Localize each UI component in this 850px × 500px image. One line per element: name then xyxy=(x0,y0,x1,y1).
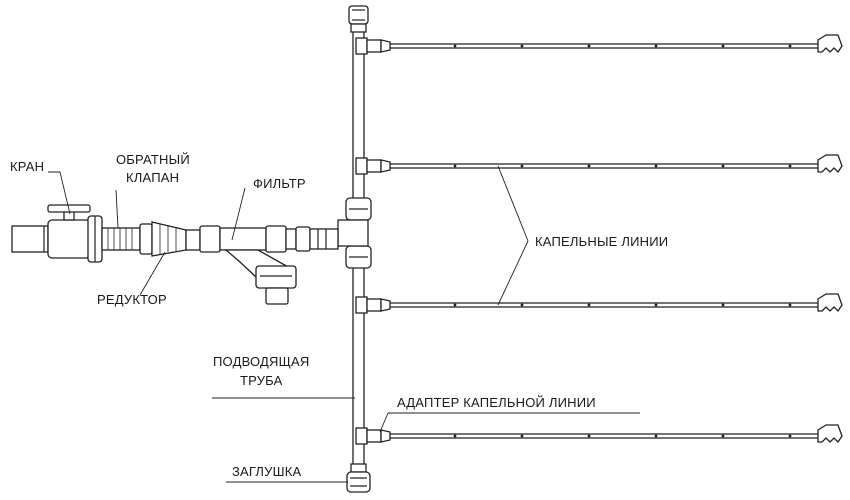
filter xyxy=(199,225,297,305)
end-plug-label: ЗАГЛУШКА xyxy=(232,464,302,479)
emitter-dot xyxy=(453,164,457,168)
filter-label: ФИЛЬТР xyxy=(253,176,306,191)
inlet-assembly xyxy=(11,204,339,305)
emitter-dot xyxy=(453,434,457,438)
supply-pipe-label-line2: ТРУБА xyxy=(240,373,283,388)
emitter-dot xyxy=(788,164,792,168)
supply-pipe-label-line1: ПОДВОДЯЩАЯ xyxy=(213,354,310,369)
drip-line-4 xyxy=(355,424,843,445)
emitter-dot xyxy=(788,303,792,307)
emitter-dot xyxy=(587,44,591,48)
check-valve-label-line2: КЛАПАН xyxy=(126,170,180,185)
drip-lines-label: КАПЕЛЬНЫЕ ЛИНИИ xyxy=(535,234,669,249)
drip-adapter-label: АДАПТЕР КАПЕЛЬНОЙ ЛИНИИ xyxy=(397,395,596,410)
emitter-dot xyxy=(654,434,658,438)
top-end-plug xyxy=(348,5,369,33)
emitter-dot xyxy=(788,434,792,438)
tee-fitting xyxy=(337,197,372,269)
leader-lines xyxy=(48,165,640,483)
emitter-dot xyxy=(520,303,524,307)
emitter-dot xyxy=(587,164,591,168)
emitter-dots xyxy=(453,44,792,438)
emitter-dot xyxy=(654,303,658,307)
reducer-label: РЕДУКТОР xyxy=(97,292,167,307)
emitter-dot xyxy=(520,164,524,168)
emitter-dot xyxy=(654,44,658,48)
emitter-dot xyxy=(520,434,524,438)
emitter-dot xyxy=(520,44,524,48)
valve xyxy=(47,204,103,263)
drip-line-3 xyxy=(355,293,843,314)
bottom-end-plug xyxy=(346,463,371,493)
emitter-dot xyxy=(453,44,457,48)
valve-label: КРАН xyxy=(10,159,45,174)
emitter-dot xyxy=(654,164,658,168)
emitter-dot xyxy=(587,434,591,438)
emitter-dot xyxy=(721,44,725,48)
reducer xyxy=(139,221,201,257)
drip-line-1 xyxy=(355,34,843,55)
emitter-dot xyxy=(721,303,725,307)
emitter-dot xyxy=(721,434,725,438)
emitter-dot xyxy=(453,303,457,307)
emitter-dot xyxy=(788,44,792,48)
emitter-dot xyxy=(587,303,591,307)
emitter-dot xyxy=(721,164,725,168)
drip-line-2 xyxy=(355,154,843,175)
connector-pipe xyxy=(285,226,339,252)
check-valve-label-line1: ОБРАТНЫЙ xyxy=(116,152,190,167)
check-valve xyxy=(101,227,141,251)
